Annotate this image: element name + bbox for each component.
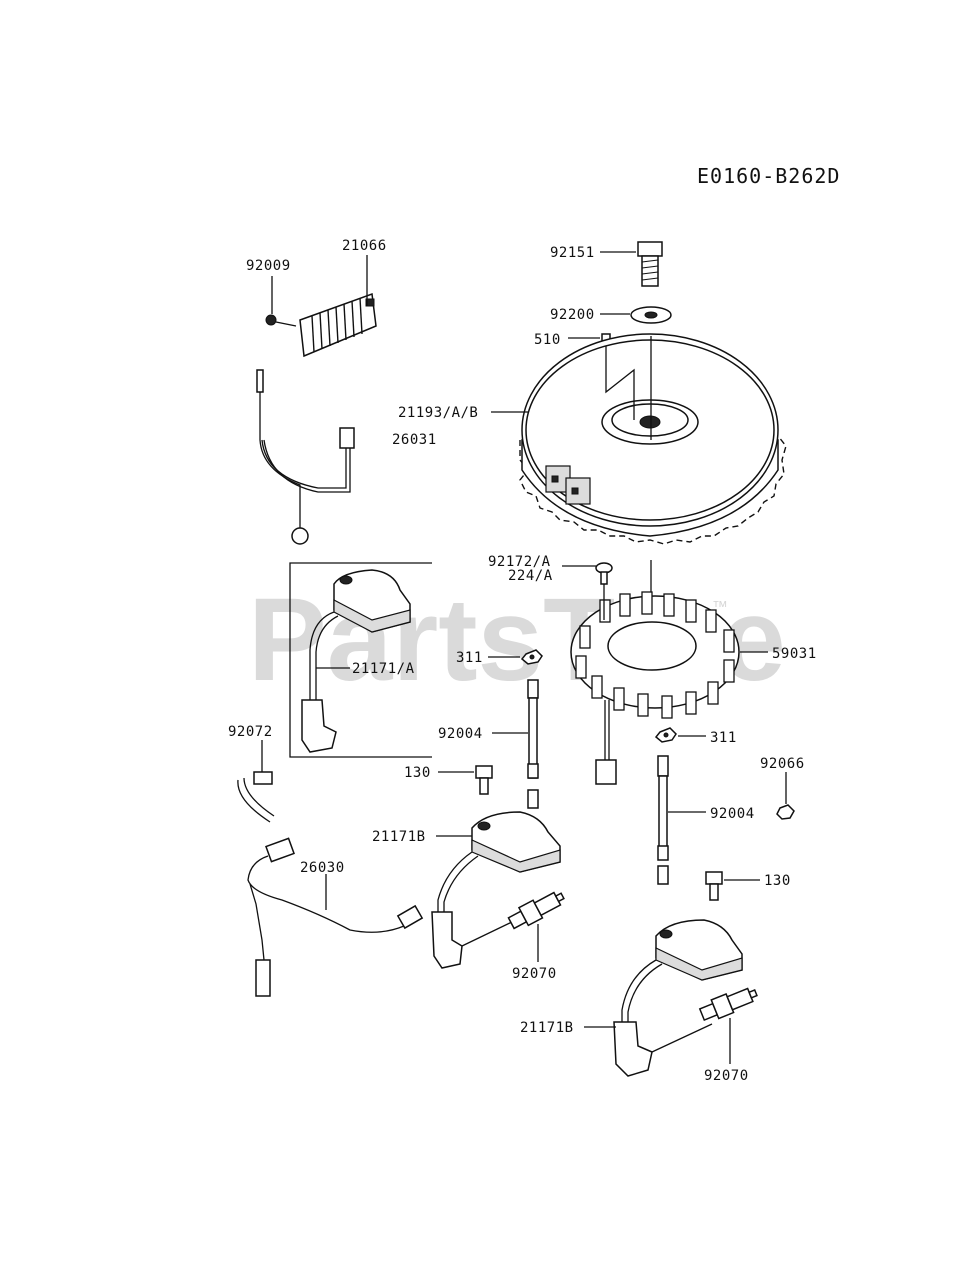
stud-bolt-part[interactable]	[657, 755, 669, 885]
bolt-part[interactable]	[265, 314, 297, 327]
spark-plug-part[interactable]	[507, 887, 568, 932]
stator-part[interactable]	[570, 591, 740, 785]
stud-bolt-part[interactable]	[527, 679, 539, 809]
lead-wire-part[interactable]	[247, 837, 424, 997]
ignition-coil-part[interactable]	[431, 811, 561, 969]
nut-part[interactable]	[520, 649, 543, 665]
coil-group-box	[289, 562, 432, 758]
part-label-92070-right[interactable]: 92070	[704, 1068, 749, 1084]
part-label-21171b-left[interactable]: 21171B	[372, 829, 426, 845]
flywheel-bolt-part[interactable]	[637, 241, 663, 287]
coil-bolt-part[interactable]	[705, 871, 723, 901]
part-label-21066[interactable]: 21066	[342, 238, 387, 254]
part-label-510[interactable]: 510	[534, 332, 561, 348]
part-label-92200[interactable]: 92200	[550, 307, 595, 323]
diagram-code: E0160-B262D	[697, 164, 840, 188]
part-label-92070-left[interactable]: 92070	[512, 966, 557, 982]
part-label-130-right[interactable]: 130	[764, 873, 791, 889]
wire-clip-part[interactable]	[237, 771, 275, 823]
part-label-92072[interactable]: 92072	[228, 724, 273, 740]
part-label-92004-right[interactable]: 92004	[710, 806, 755, 822]
part-label-21193-a-b[interactable]: 21193/A/B	[398, 405, 478, 421]
nut-part[interactable]	[654, 727, 677, 743]
part-label-92009[interactable]: 92009	[246, 258, 291, 274]
wire-harness-part[interactable]	[256, 369, 355, 545]
spark-plug-part[interactable]	[698, 983, 759, 1023]
ignition-coil-part[interactable]	[301, 569, 411, 753]
part-label-224-a[interactable]: 224/A	[508, 568, 553, 584]
part-label-92004-left[interactable]: 92004	[438, 726, 483, 742]
washer-part[interactable]	[630, 306, 672, 324]
part-label-21171b-right[interactable]: 21171B	[520, 1020, 574, 1036]
stator-screw-part[interactable]	[595, 562, 613, 585]
part-label-130-left[interactable]: 130	[404, 765, 431, 781]
part-label-92172-a[interactable]: 92172/A	[488, 554, 551, 570]
regulator-part[interactable]	[299, 292, 377, 358]
key-leader-line	[605, 346, 635, 420]
small-nut-part[interactable]	[776, 804, 795, 820]
part-label-26030[interactable]: 26030	[300, 860, 345, 876]
part-label-92151[interactable]: 92151	[550, 245, 595, 261]
part-label-311-right[interactable]: 311	[710, 730, 737, 746]
part-label-26031[interactable]: 26031	[392, 432, 437, 448]
flywheel-part[interactable]	[519, 333, 787, 545]
ignition-coil-part[interactable]	[613, 919, 743, 1077]
coil-bolt-part[interactable]	[475, 765, 493, 795]
part-label-311-left[interactable]: 311	[456, 650, 483, 666]
part-label-59031[interactable]: 59031	[772, 646, 817, 662]
part-label-92066[interactable]: 92066	[760, 756, 805, 772]
part-label-21171-a[interactable]: 21171/A	[352, 661, 415, 677]
